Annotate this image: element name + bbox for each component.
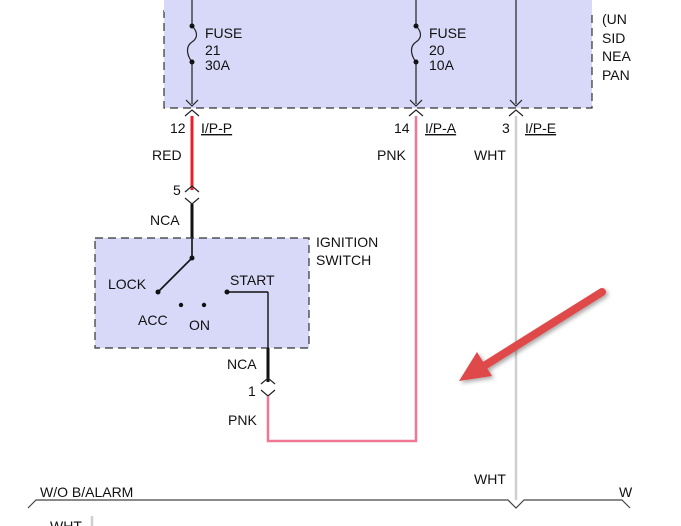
connector-1-top [260,377,276,385]
connector-14-pin: 14 [394,120,410,136]
ignition-switch-title-2: SWITCH [316,252,371,268]
cut-text-left: WHT [50,518,82,526]
on-contact [201,302,207,308]
switch-contact-arm [157,257,193,293]
ignition-switch [94,237,310,349]
fuse-box-top-fill [164,0,592,12]
terminal-3 [509,99,523,107]
fuse-21-label: FUSE [205,25,242,41]
partial-label-line-3: NEA [602,48,631,64]
partial-label-line-2: SID [602,30,625,46]
fuse-20-rating: 10A [429,57,455,73]
fuse-box: FUSE 21 30A FUSE 20 10A [163,0,593,109]
position-start-label: START [230,272,275,288]
fuse-20 [409,0,423,107]
partial-label-line-4: PAN [602,67,630,83]
position-lock-label: LOCK [108,276,147,292]
position-on-label: ON [189,317,210,333]
connector-12-symbol [184,109,200,117]
red-arrow-icon [459,288,606,381]
connector-14-symbol [408,109,424,117]
lock-contact [155,289,161,295]
connector-5-top [184,185,200,193]
option-left-label: W/O B/ALARM [40,484,133,500]
wht-bottom-label: WHT [474,471,506,487]
pnk-top-label: PNK [377,147,406,163]
connector-12-pin: 12 [170,120,186,136]
connector-3-symbol [508,109,524,117]
fuse-21 [185,0,199,107]
connector-5-pin: 5 [173,182,181,198]
connector-3-code: I/P-E [525,120,556,136]
red-wire-label: RED [152,147,182,163]
nca-top-label: NCA [150,212,180,228]
fuse-21-number: 21 [205,42,221,58]
pnk-bottom-label: PNK [228,412,257,428]
connector-14-code: I/P-A [425,120,457,136]
fuse-21-rating: 30A [205,57,231,73]
connector-1-bottom [260,389,276,397]
connector-12-code: I/P-P [201,120,232,136]
position-acc-label: ACC [138,312,168,328]
ignition-switch-outline [94,237,310,349]
fuse-20-label: FUSE [429,25,466,41]
option-bracket [27,499,631,509]
fuse-box-outline [163,10,593,109]
nca-bottom-label: NCA [227,356,257,372]
acc-contact [178,302,184,308]
pnk-wire [266,116,418,443]
partial-label-line-1: (UN [602,11,627,27]
fuse-20-number: 20 [429,42,445,58]
connector-1-pin: 1 [248,383,256,399]
wht-top-label: WHT [474,147,506,163]
option-right-label: W [619,484,633,500]
ignition-switch-title-1: IGNITION [316,234,378,250]
connector-3-pin: 3 [502,120,510,136]
connector-5-bottom [184,197,200,205]
